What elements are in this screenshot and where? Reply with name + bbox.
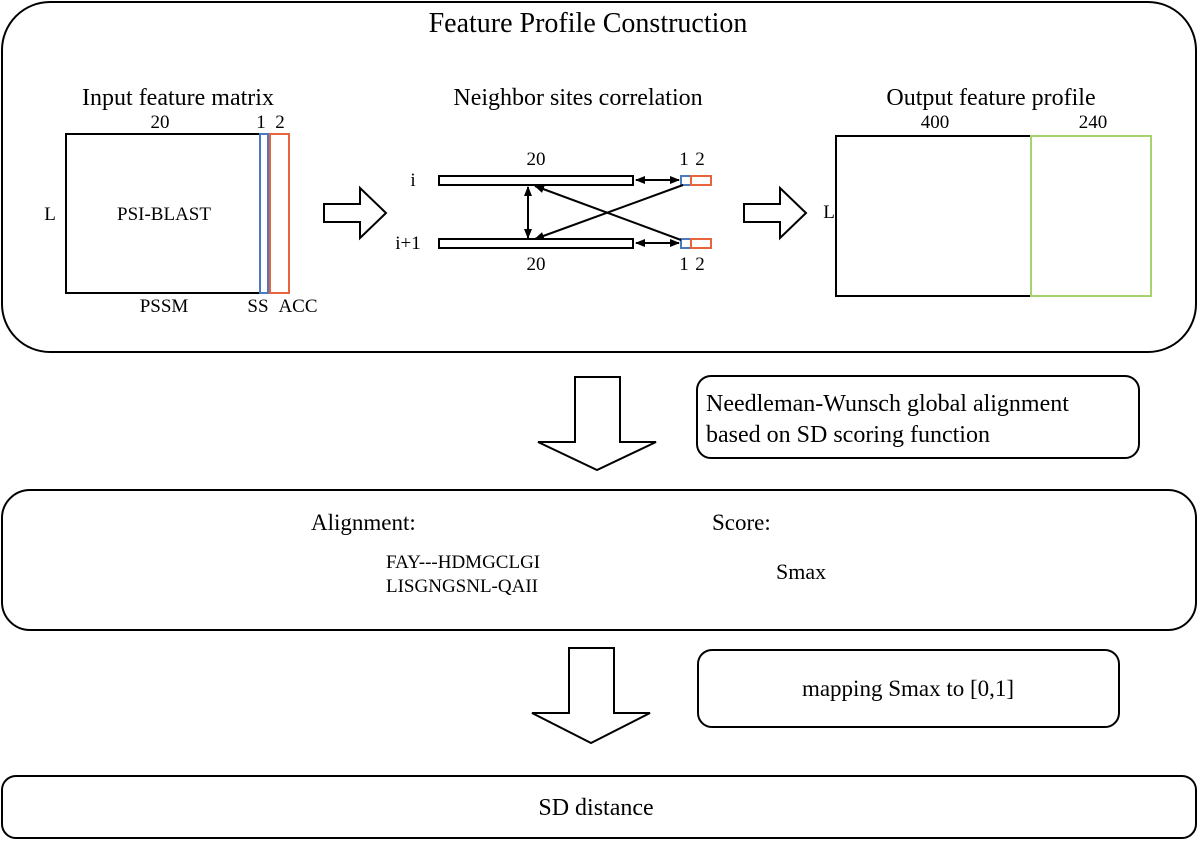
output-left-width: 400 bbox=[921, 112, 950, 133]
output-right-block bbox=[1030, 135, 1152, 297]
acc-column bbox=[269, 133, 290, 294]
alignment-label: Alignment: bbox=[311, 510, 416, 535]
output-right-width: 240 bbox=[1079, 112, 1108, 133]
mapping-box bbox=[697, 649, 1120, 728]
row-i1-label: i+1 bbox=[395, 233, 421, 254]
input-row-label: L bbox=[44, 204, 56, 225]
row-i-ss-cell bbox=[680, 175, 692, 186]
row-i1-ss-cell bbox=[680, 238, 692, 249]
alignment-method-line1: Needleman-Wunsch global alignment bbox=[706, 391, 1069, 417]
score-label: Score: bbox=[712, 510, 771, 535]
neighbor-bottom-1: 1 bbox=[679, 254, 689, 275]
pssm-label: PSSM bbox=[140, 296, 189, 317]
panel-title: Feature Profile Construction bbox=[429, 8, 748, 39]
acc-width-label: 2 bbox=[275, 112, 285, 133]
alignment-seq2: LISGNGSNL-QAII bbox=[386, 576, 538, 597]
mapping-label: mapping Smax to [0,1] bbox=[802, 676, 1014, 701]
neighbor-top-2: 2 bbox=[695, 149, 705, 170]
hollow-arrow-right-icon bbox=[323, 185, 388, 241]
input-feature-matrix: Input feature matrix 20 1 2 L PSI-BLAST … bbox=[44, 85, 317, 317]
alignment-method-box bbox=[696, 375, 1140, 459]
output-left-block bbox=[835, 135, 1032, 297]
alignment-seq1: FAY---HDMGCLGI bbox=[386, 552, 540, 573]
sd-distance-box bbox=[1, 775, 1197, 839]
neighbor-top-20: 20 bbox=[527, 149, 546, 170]
neighbor-bottom-20: 20 bbox=[527, 254, 546, 275]
row-i-bar bbox=[438, 175, 634, 186]
cross-arrow-up bbox=[534, 184, 684, 240]
output-heading: Output feature profile bbox=[886, 85, 1095, 111]
hollow-arrow-down-icon bbox=[531, 647, 651, 745]
sd-distance-label: SD distance bbox=[538, 795, 653, 821]
feature-profile-panel bbox=[1, 1, 1197, 353]
neighbor-bottom-2: 2 bbox=[695, 254, 705, 275]
output-feature-profile: Output feature profile 400 240 L bbox=[823, 85, 1152, 297]
input-top-label: 20 bbox=[151, 112, 170, 133]
row-i-acc-cell bbox=[690, 175, 712, 186]
ss-column bbox=[259, 133, 269, 294]
alignment-method-line2: based on SD scoring function bbox=[706, 422, 990, 448]
output-row-label: L bbox=[823, 202, 835, 223]
alignment-panel bbox=[1, 489, 1197, 631]
row-i1-acc-cell bbox=[690, 238, 712, 249]
hollow-arrow-right-icon bbox=[743, 185, 808, 241]
psi-blast-label: PSI-BLAST bbox=[117, 204, 211, 225]
score-value: Smax bbox=[776, 559, 826, 584]
ss-label: SS bbox=[247, 296, 268, 317]
neighbor-top-1: 1 bbox=[679, 149, 689, 170]
neighbor-sites-correlation: Neighbor sites correlation 20 1 2 i i+1 … bbox=[395, 85, 712, 275]
input-heading: Input feature matrix bbox=[82, 85, 274, 111]
acc-label: ACC bbox=[278, 296, 317, 317]
hollow-arrow-down-icon bbox=[537, 376, 657, 472]
row-i1-bar bbox=[438, 238, 634, 249]
ss-width-label: 1 bbox=[256, 112, 266, 133]
neighbor-heading: Neighbor sites correlation bbox=[453, 85, 702, 111]
row-i-label: i bbox=[410, 170, 415, 191]
